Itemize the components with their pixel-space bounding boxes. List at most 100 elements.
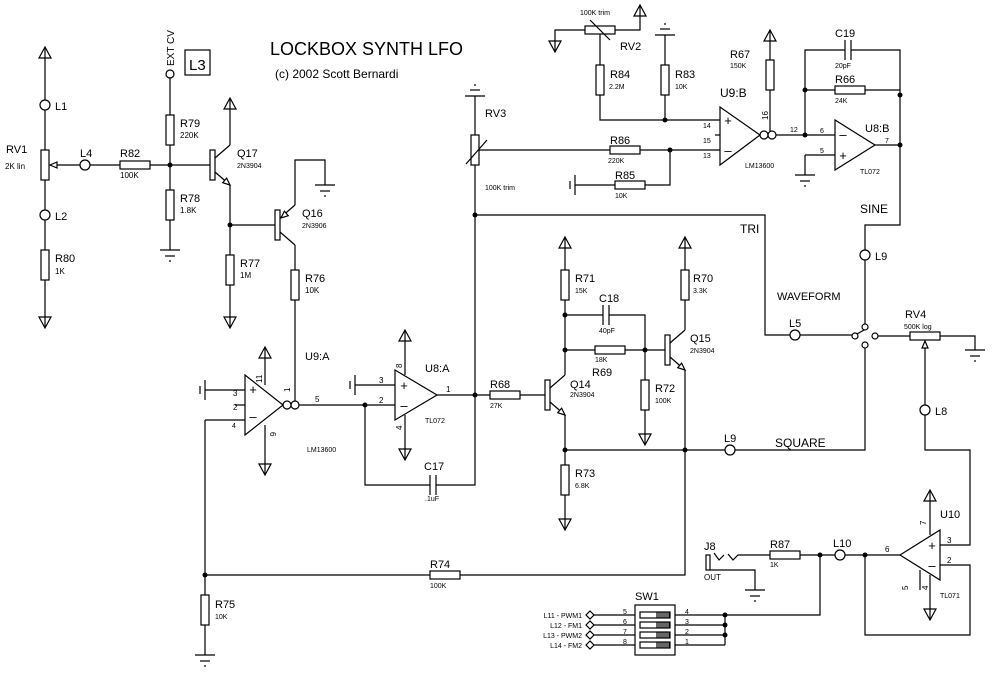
pin-label: 2 <box>233 403 238 412</box>
ref-R85: R85 <box>615 170 635 182</box>
resistor-R69 <box>594 345 626 355</box>
ota-output <box>282 400 292 410</box>
pin-label: 5 <box>623 609 627 616</box>
pin-label: 7 <box>885 138 889 145</box>
value-C19: 20pF <box>835 63 851 70</box>
resistor-R79 <box>165 114 175 146</box>
pin-label: 3 <box>379 376 384 385</box>
ref-R74: R74 <box>430 559 450 571</box>
label-L9-square: L9 <box>724 433 736 445</box>
ref-R68: R68 <box>490 379 510 391</box>
pin-label: 8 <box>395 363 404 368</box>
wire <box>475 214 790 336</box>
pot-RV4 <box>909 331 941 341</box>
ref-R84: R84 <box>610 69 630 81</box>
pin-label: 2 <box>947 556 952 565</box>
wire <box>725 555 821 616</box>
resistor-R82 <box>119 160 151 170</box>
pin-label: 3 <box>685 619 689 626</box>
value-R85: 10K <box>615 193 628 200</box>
pin-label: 11 <box>255 374 264 383</box>
value-R80: 1K <box>55 267 65 276</box>
arrowhead-icon <box>221 177 232 186</box>
value-R79: 220K <box>180 131 199 140</box>
label-L5: L5 <box>789 318 801 330</box>
ref-U8B: U8:B <box>865 123 889 135</box>
opamp-U8B <box>834 118 877 172</box>
pin-label: 6 <box>820 128 824 135</box>
ref-RV2: RV2 <box>620 41 641 53</box>
resistor-R75 <box>200 594 210 626</box>
ref-RV4: RV4 <box>905 309 926 321</box>
ref-Q16: Q16 <box>302 208 323 220</box>
ref-R82: R82 <box>120 148 140 160</box>
ref-RV1: RV1 <box>6 144 27 156</box>
opamp-U8A <box>394 368 439 422</box>
pin-label: 14 <box>703 123 711 130</box>
label-waveform: WAVEFORM <box>777 291 841 303</box>
value-R67: 150K <box>730 63 747 70</box>
trim-arrow-icon <box>465 139 488 165</box>
ref-R76: R76 <box>305 273 325 285</box>
dip-switch-slot <box>639 611 671 619</box>
switch-contact <box>861 323 869 331</box>
box-L3 <box>184 49 211 76</box>
plus-sign: + <box>839 148 847 163</box>
resistor-R80 <box>40 249 50 281</box>
input-pad <box>585 640 595 650</box>
wire <box>710 569 756 590</box>
switch-contact <box>861 341 869 349</box>
pin-label: 3 <box>233 389 238 398</box>
value-Q16: 2N3906 <box>302 223 327 230</box>
value-R82: 100K <box>120 171 139 180</box>
ref-R75: R75 <box>215 599 235 611</box>
jack-J8 <box>705 554 711 571</box>
plus-sign: + <box>724 113 732 128</box>
junction-dot <box>722 622 728 628</box>
pad-L4 <box>79 159 91 171</box>
wire <box>735 348 866 451</box>
transistor-Q17-base <box>209 149 216 181</box>
wire <box>615 19 641 31</box>
pin-label: 5 <box>820 148 824 155</box>
transistor-Q16-base <box>274 209 281 241</box>
ota-output <box>290 400 300 410</box>
value-R86: 220K <box>608 158 625 165</box>
value-R76: 10K <box>305 286 320 295</box>
value-U9A: LM13600 <box>307 447 336 454</box>
pin-label: 8 <box>623 639 627 646</box>
input-pad <box>585 630 595 640</box>
ota-output <box>767 130 777 140</box>
value-Q14: 2N3904 <box>570 392 595 399</box>
junction-dot <box>862 552 868 558</box>
wire <box>599 95 720 121</box>
ref-Q17: Q17 <box>237 148 258 160</box>
pin-label: 7 <box>623 629 627 636</box>
value-R73: 6.8K <box>575 483 590 490</box>
wire <box>713 552 725 561</box>
label-L3: L3 <box>189 57 206 74</box>
resistor-R84 <box>595 64 605 96</box>
value-R69: 18K <box>595 357 608 364</box>
label-L1: L1 <box>55 101 67 113</box>
pin-label: 2 <box>685 629 689 636</box>
pad-ext-cv <box>165 69 175 79</box>
junction-dot <box>897 142 903 148</box>
pin-label: 4 <box>685 609 689 616</box>
pin-label: 4 <box>395 425 404 430</box>
ref-R79: R79 <box>180 118 200 130</box>
value-U9B: LM13600 <box>745 163 774 170</box>
sw1-input-label: L14 - FM2 <box>550 643 582 650</box>
label-L9-sine: L9 <box>875 251 887 263</box>
pin-label: 12 <box>790 127 798 134</box>
value-R72: 100K <box>655 398 672 405</box>
dip-switch-slot <box>639 621 671 629</box>
plus-sign: + <box>400 378 408 393</box>
value-R71: 15K <box>575 288 588 295</box>
opamp-U10 <box>898 528 941 582</box>
wire <box>436 395 476 486</box>
pin-label: 4 <box>232 423 236 430</box>
ref-R73: R73 <box>575 468 595 480</box>
